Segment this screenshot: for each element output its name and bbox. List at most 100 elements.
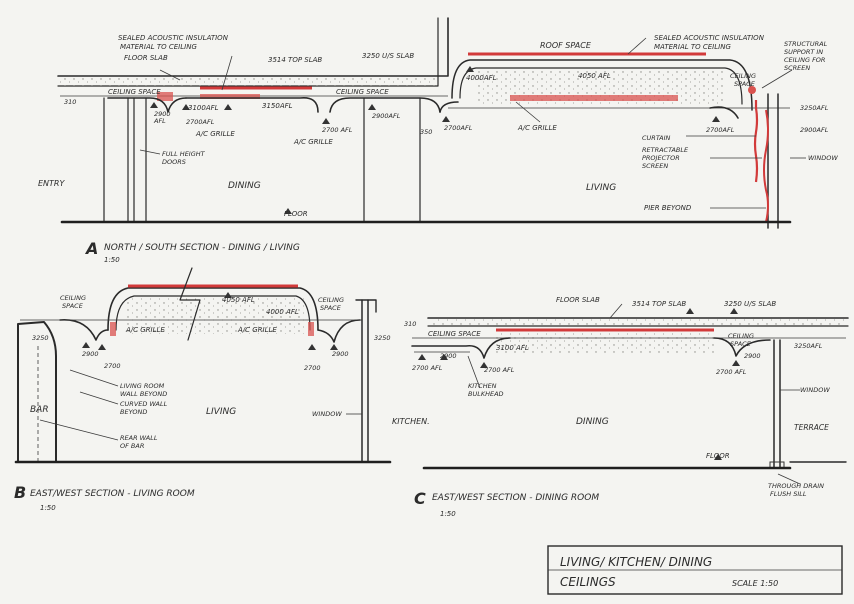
level-marker	[712, 116, 720, 122]
leader	[609, 303, 623, 319]
label-window-a: WINDOW	[808, 154, 838, 162]
level-marker	[730, 308, 738, 314]
label-3250-c: 3250AFL	[794, 342, 823, 350]
section-a: SEALED ACOUSTIC INSULATION MATERIAL TO C…	[38, 17, 838, 264]
label-ceiling-space-3b: SPACE	[734, 80, 756, 88]
section-scale-b: 1:50	[40, 504, 56, 512]
label-2700-c-m: 2700 AFL	[484, 366, 515, 374]
label-ac-grille-2: A/C GRILLE	[293, 138, 333, 146]
leader	[761, 69, 793, 89]
label-living-b: LIVING	[206, 407, 236, 417]
level-marker	[440, 354, 448, 360]
label-flush-sill: FLUSH SILL	[770, 490, 807, 498]
label-dining-a: DINING	[228, 181, 261, 191]
leader	[627, 37, 647, 55]
level-marker	[732, 360, 740, 366]
label-2700-3: 2700AFL	[444, 124, 473, 132]
label-sealed-acoustic-right: SEALED ACOUSTIC INSULATION	[654, 34, 765, 42]
label-top-slab-c: 3514 TOP SLAB	[632, 300, 686, 308]
label-3250-b-r: 3250	[374, 334, 391, 342]
dome-hatch-b	[126, 298, 306, 334]
label-2900-c-l: 2900	[440, 352, 457, 360]
slab-hatch-c	[430, 319, 846, 326]
curtain-line	[753, 100, 759, 183]
section-letter-b: B	[14, 483, 26, 502]
label-retractable: RETRACTABLE	[642, 146, 689, 154]
roof-vault-outline	[451, 59, 753, 111]
label-sealed-acoustic-left: SEALED ACOUSTIC INSULATION	[118, 34, 229, 42]
slab-top-line	[57, 17, 449, 77]
label-ceiling-space-3: CEILING	[730, 72, 756, 80]
slab-hatch	[58, 77, 438, 86]
label-entry: ENTRY	[38, 179, 65, 188]
projector-screen-line	[763, 109, 769, 223]
label-4050-b: 4050 AFL	[222, 296, 255, 304]
level-marker	[418, 354, 426, 360]
label-window-c: WINDOW	[800, 386, 830, 394]
ac-grille-b-left	[110, 322, 116, 336]
leader	[467, 355, 481, 389]
screen-support-marker	[748, 86, 756, 94]
label-kitchen-bulkhead: KITCHEN	[468, 382, 497, 390]
label-2900-2: 2900AFL	[372, 112, 401, 120]
level-marker	[322, 118, 330, 124]
label-2900-b-l: 2900	[82, 350, 99, 358]
label-structural-4: SCREEN	[784, 64, 810, 72]
level-marker	[480, 362, 488, 368]
label-doors: DOORS	[162, 158, 186, 166]
level-marker	[224, 292, 232, 298]
label-ceiling-space-c: CEILING SPACE	[428, 330, 481, 338]
section-title-a: NORTH / SOUTH SECTION - DINING / LIVING	[104, 243, 300, 253]
label-ceiling-c-r: CEILING	[728, 332, 754, 340]
label-2900-1: 2900	[154, 110, 171, 118]
level-marker	[182, 104, 190, 110]
label-roof-space: ROOF SPACE	[540, 41, 592, 50]
label-projector: PROJECTOR	[642, 154, 680, 162]
label-3100: 3100AFL	[188, 104, 219, 112]
label-floor-a: FLOOR	[284, 210, 308, 218]
label-ac-grille-b-r: A/C GRILLE	[237, 326, 277, 334]
label-2900-1b: AFL	[153, 117, 166, 125]
cove-4	[439, 101, 459, 113]
section-scale-c: 1:50	[440, 510, 456, 518]
ac-grille-b-right	[308, 322, 314, 336]
dome-inner-b	[115, 295, 311, 331]
label-3250: 3250AFL	[800, 104, 829, 112]
level-marker	[224, 104, 232, 110]
label-structural-1: STRUCTURAL	[784, 40, 828, 48]
cove-c-left	[411, 337, 511, 359]
label-3150: 3150AFL	[262, 102, 293, 110]
label-4050: 4050 AFL	[578, 72, 611, 80]
label-full-height: FULL HEIGHT	[162, 150, 206, 158]
label-living-room-wall: LIVING ROOM	[120, 382, 165, 390]
label-space-b-l: SPACE	[62, 302, 84, 310]
label-us-slab-c: 3250 U/S SLAB	[724, 300, 776, 308]
label-ac-grille-b-l: A/C GRILLE	[125, 326, 165, 334]
cove-3	[329, 97, 441, 113]
leader	[221, 55, 233, 91]
label-top-slab: 3514 TOP SLAB	[268, 56, 322, 64]
cove-2	[185, 96, 319, 113]
label-2700-c-r: 2700 AFL	[716, 368, 747, 376]
sheet-title-line2: CEILINGS	[560, 575, 616, 589]
level-marker	[442, 116, 450, 122]
level-marker	[330, 344, 338, 350]
label-ceiling-space-1: CEILING SPACE	[108, 88, 161, 96]
label-floor-c: FLOOR	[706, 452, 730, 460]
window-head-b	[355, 299, 377, 313]
label-us-slab: 3250 U/S SLAB	[362, 52, 414, 60]
label-sealed-acoustic-right-2: MATERIAL TO CEILING	[654, 43, 731, 51]
section-title-c: EAST/WEST SECTION - DINING ROOM	[432, 493, 599, 503]
label-ceiling-b-r: CEILING	[318, 296, 344, 304]
leader	[159, 69, 181, 81]
label-2700-b-r: 2700	[304, 364, 321, 372]
label-ceiling-space-2: CEILING SPACE	[336, 88, 389, 96]
label-ac-grille-3: A/C GRILLE	[517, 124, 557, 132]
section-title-b: EAST/WEST SECTION - LIVING ROOM	[30, 489, 195, 499]
leader	[139, 149, 161, 155]
leader	[79, 391, 119, 405]
label-2700-1: 2700AFL	[186, 118, 215, 126]
dome-outline-b	[107, 287, 319, 331]
